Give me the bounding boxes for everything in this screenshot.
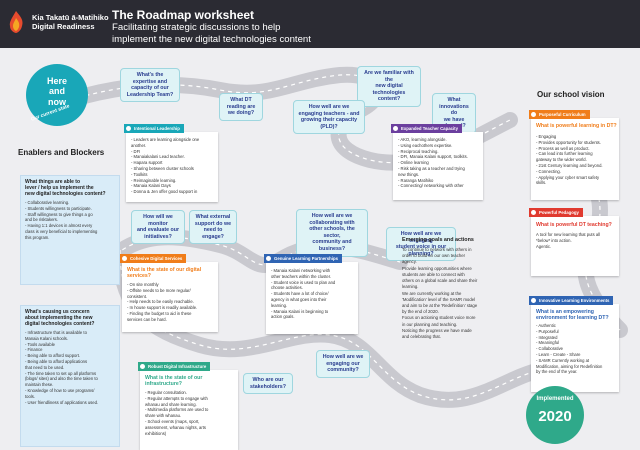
- header-bar: Kia Takatū ā-Matihiko Digital Readiness …: [0, 0, 640, 48]
- card-tab-digital-services: Cohesive Digital Services: [120, 254, 187, 263]
- card-powerful-pedagogy: Powerful Pedagogy What is powerful DT te…: [529, 208, 619, 276]
- curriculum-list: - Engaging- Provides opportunity for stu…: [536, 134, 603, 186]
- card-tab-purposeful-curriculum: Purposeful Curriculum: [529, 110, 590, 119]
- circle-icon: [531, 112, 536, 117]
- circle-icon: [266, 256, 271, 261]
- card-tab-digital-infrastructure: Robust Digital Infrastructure: [138, 362, 211, 371]
- org-subtitle: Digital Readiness: [32, 22, 95, 31]
- circle-icon: [140, 364, 145, 369]
- card-robust-digital-infrastructure: Robust Digital Infrastructure What is th…: [138, 362, 238, 450]
- circle-icon: [393, 126, 398, 131]
- services-list: - On site monthly- Offsite needs to be m…: [127, 282, 198, 322]
- partnerships-list: - Manaia Kalani networking with other te…: [271, 268, 336, 320]
- implemented-2020-marker: Implemented 2020: [526, 386, 584, 444]
- card-cohesive-digital-services: Cohesive Digital Services What is the st…: [120, 254, 218, 332]
- circle-icon: [531, 298, 536, 303]
- teacher-list: - AKO, learning alongside.- Using eachot…: [398, 137, 468, 189]
- circle-icon: [531, 210, 536, 215]
- leadership-list: - Leaders are learning alongside one ano…: [131, 137, 200, 195]
- card-genuine-learning-partnerships: Genuine Learning Partnerships - Manaia K…: [264, 254, 358, 334]
- implemented-label: Implemented: [536, 396, 574, 402]
- circle-icon: [126, 126, 131, 131]
- card-purposeful-curriculum: Purposeful Curriculum What is powerful l…: [529, 110, 619, 200]
- card-expanded-teacher-capacity: Expanded Teacher Capacity - AKO, learnin…: [391, 124, 483, 200]
- enablers-blockers-title: Enablers and Blockers: [18, 148, 105, 157]
- school-vision-title: Our school vision: [537, 90, 605, 99]
- card-intentional-leadership: Intentional Leadership - Leaders are lea…: [124, 124, 218, 202]
- page-subtitle-line2: implement the new digital technologies c…: [112, 34, 311, 45]
- card-tab-learning-environments: Innovative Learning Environments: [529, 296, 614, 305]
- pedagogy-list: A tool for new learning that puts all*be…: [536, 232, 601, 249]
- environments-list: - Authentic- Purposeful- Integrated- Mea…: [536, 323, 603, 375]
- page-title: The Roadmap worksheet: [112, 8, 255, 22]
- emerging-goals-title: Emerging goals and actions: [402, 237, 474, 243]
- pedagogy-question: What is powerful DT teaching?: [536, 222, 612, 228]
- card-innovative-learning-environments: Innovative Learning Environments What is…: [529, 296, 619, 392]
- org-name: Kia Takatū ā-Matihiko: [32, 13, 109, 22]
- enablers-list: - Collaborative learning.- Students will…: [25, 200, 98, 240]
- curriculum-question: What is powerful learning in DT?: [536, 123, 617, 129]
- flame-logo-icon: [9, 11, 23, 33]
- implemented-year: 2020: [538, 408, 572, 425]
- blockers-list: - Infrastructure that is available to Ma…: [25, 330, 99, 405]
- card-tab-teacher-capacity: Expanded Teacher Capacity: [391, 124, 462, 133]
- page-subtitle-line1: Facilitating strategic discussions to he…: [112, 22, 281, 33]
- card-tab-intentional-leadership: Intentional Leadership: [124, 124, 184, 133]
- card-tab-powerful-pedagogy: Powerful Pedagogy: [529, 208, 583, 217]
- card-tab-learning-partnerships: Genuine Learning Partnerships: [264, 254, 342, 263]
- infrastructure-list: - Regular consultation.- Regular attempt…: [145, 390, 209, 436]
- emerging-goals-panel: Emerging goals and actions To continue t…: [402, 237, 512, 403]
- circle-icon: [122, 256, 127, 261]
